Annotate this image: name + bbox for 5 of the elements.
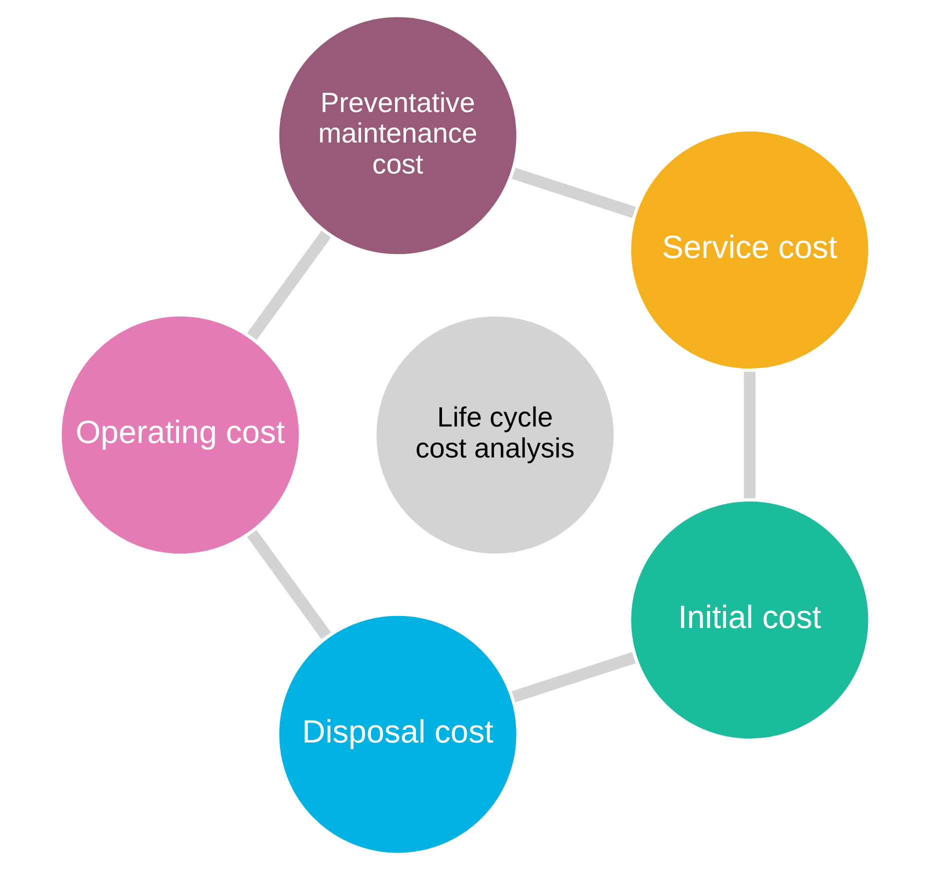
connector xyxy=(744,372,756,498)
connector xyxy=(247,530,331,640)
connector xyxy=(512,168,636,218)
connector xyxy=(247,230,332,340)
connector xyxy=(512,652,636,702)
